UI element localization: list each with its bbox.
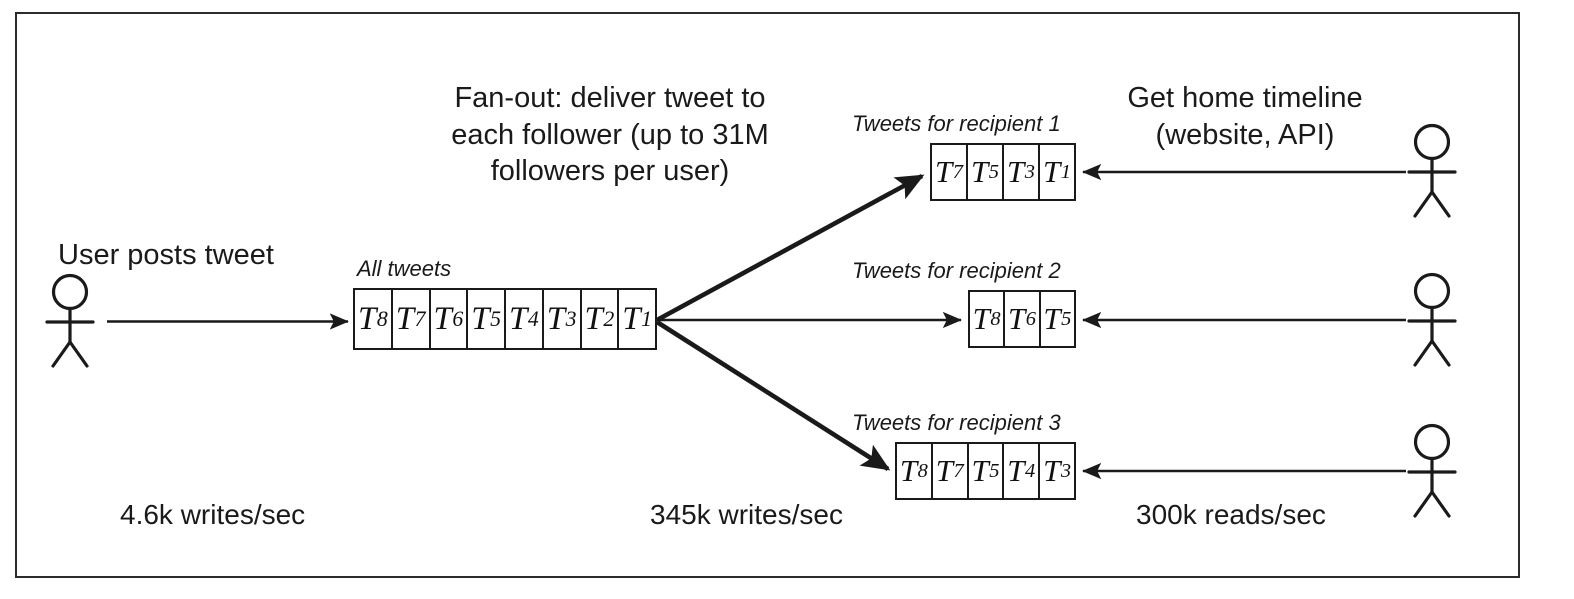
label-recipient-3: Tweets for recipient 3 xyxy=(852,410,1061,435)
metric-writes-in: 4.6k writes/sec xyxy=(120,499,306,530)
label-fanout-note: Fan-out: deliver tweet to each follower … xyxy=(451,82,769,188)
label-recipient-2: Tweets for recipient 2 xyxy=(852,258,1061,283)
label-recipient-1: Tweets for recipient 1 xyxy=(852,111,1061,136)
metric-reads: 300k reads/sec xyxy=(1136,499,1326,530)
label-all-tweets: All tweets xyxy=(357,256,452,281)
label-get-home-timeline: Get home timeline (website, API) xyxy=(1127,82,1363,151)
label-user-posts-tweet: User posts tweet xyxy=(58,239,274,271)
metric-writes-fanout: 345k writes/sec xyxy=(650,499,843,530)
